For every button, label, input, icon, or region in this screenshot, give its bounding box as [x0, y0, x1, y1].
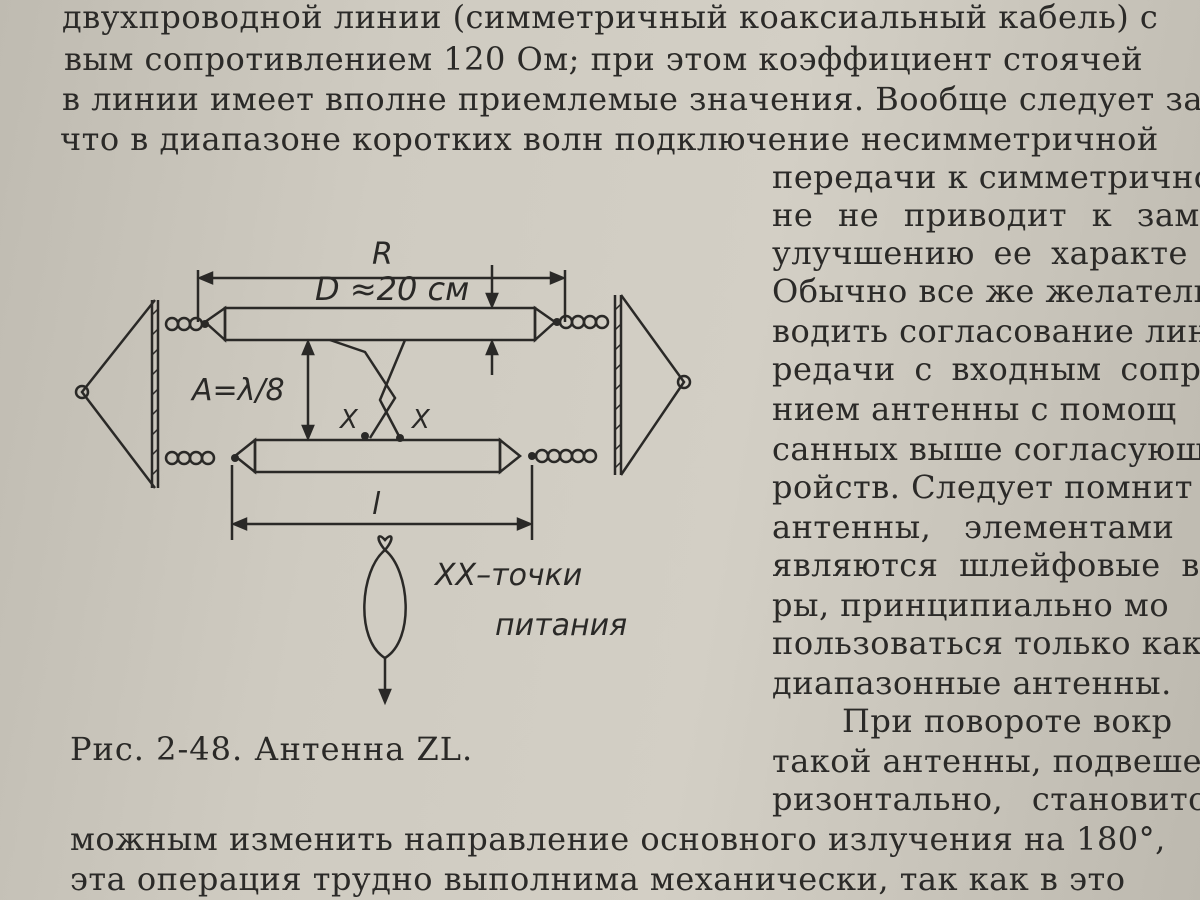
bottom-line-1: можным изменить направление основного из… — [70, 820, 1166, 858]
text-line-4: что в диапазоне коротких волн подключени… — [60, 120, 1159, 158]
right-line-3: улучшению ее характе — [772, 234, 1188, 272]
right-anchor-ring — [676, 374, 692, 390]
feed-point-2 — [396, 434, 404, 442]
right-line-8: санных выше согласующ — [772, 430, 1200, 468]
right-line-4: Обычно все же желатель — [772, 272, 1200, 310]
feed-line-left — [329, 338, 397, 439]
label-a: A=λ/8 — [190, 373, 285, 408]
label-x-right: X — [410, 405, 431, 435]
right-line-17: ризонтально, становитс — [772, 780, 1200, 818]
left-anchor-ring — [74, 384, 90, 400]
right-line-6: редачи с входным сопр — [772, 350, 1200, 388]
label-r: R — [372, 240, 393, 272]
bottom-element — [253, 438, 502, 474]
left-guy-lines — [80, 299, 156, 489]
right-line-9: ройств. Следует помнит — [772, 468, 1193, 506]
top-element — [223, 306, 537, 342]
text-line-3: в линии имеет вполне приемлемые значения… — [62, 80, 1200, 118]
right-line-5: водить согласование лин — [772, 312, 1200, 350]
text-line-1: двухпроводной линии (симметричный коакси… — [62, 0, 1159, 36]
text-line-2: вым сопротивлением 120 Ом; при этом коэф… — [64, 40, 1144, 78]
feed-point-1 — [361, 432, 369, 440]
right-line-7: нием антенны с помощ — [772, 390, 1177, 428]
right-line-2: не не приводит к зам — [772, 196, 1200, 234]
figure-caption: Рис. 2-48. Антенна ZL. — [70, 730, 474, 768]
antenna-zl-diagram: R D ≈20 см A=λ/8 X X l XX–точки питания — [74, 240, 692, 706]
right-line-10: антенны, элементами и — [772, 508, 1200, 546]
radiation-pattern — [363, 548, 407, 660]
right-line-12: ры, принципиально мо — [772, 586, 1170, 624]
right-line-1: передачи к симметричной — [772, 158, 1200, 196]
right-guy-lines — [619, 294, 686, 476]
right-line-15: При повороте вокр — [842, 702, 1173, 740]
right-line-16: такой антенны, подвешен — [772, 742, 1200, 780]
label-x-left: X — [338, 405, 359, 435]
feed-line-right — [378, 339, 407, 439]
right-line-14: диапазонные антенны. — [772, 664, 1172, 702]
right-line-11: являются шлейфовые в — [772, 546, 1200, 584]
label-l: l — [372, 487, 381, 522]
bottom-line-2: эта операция трудно выполнима механическ… — [70, 860, 1126, 898]
label-d: D ≈20 см — [315, 270, 469, 308]
legend-line-2: питания — [495, 608, 627, 643]
legend-line-1: XX–точки — [433, 558, 582, 593]
right-line-13: пользоваться только как — [772, 624, 1200, 662]
